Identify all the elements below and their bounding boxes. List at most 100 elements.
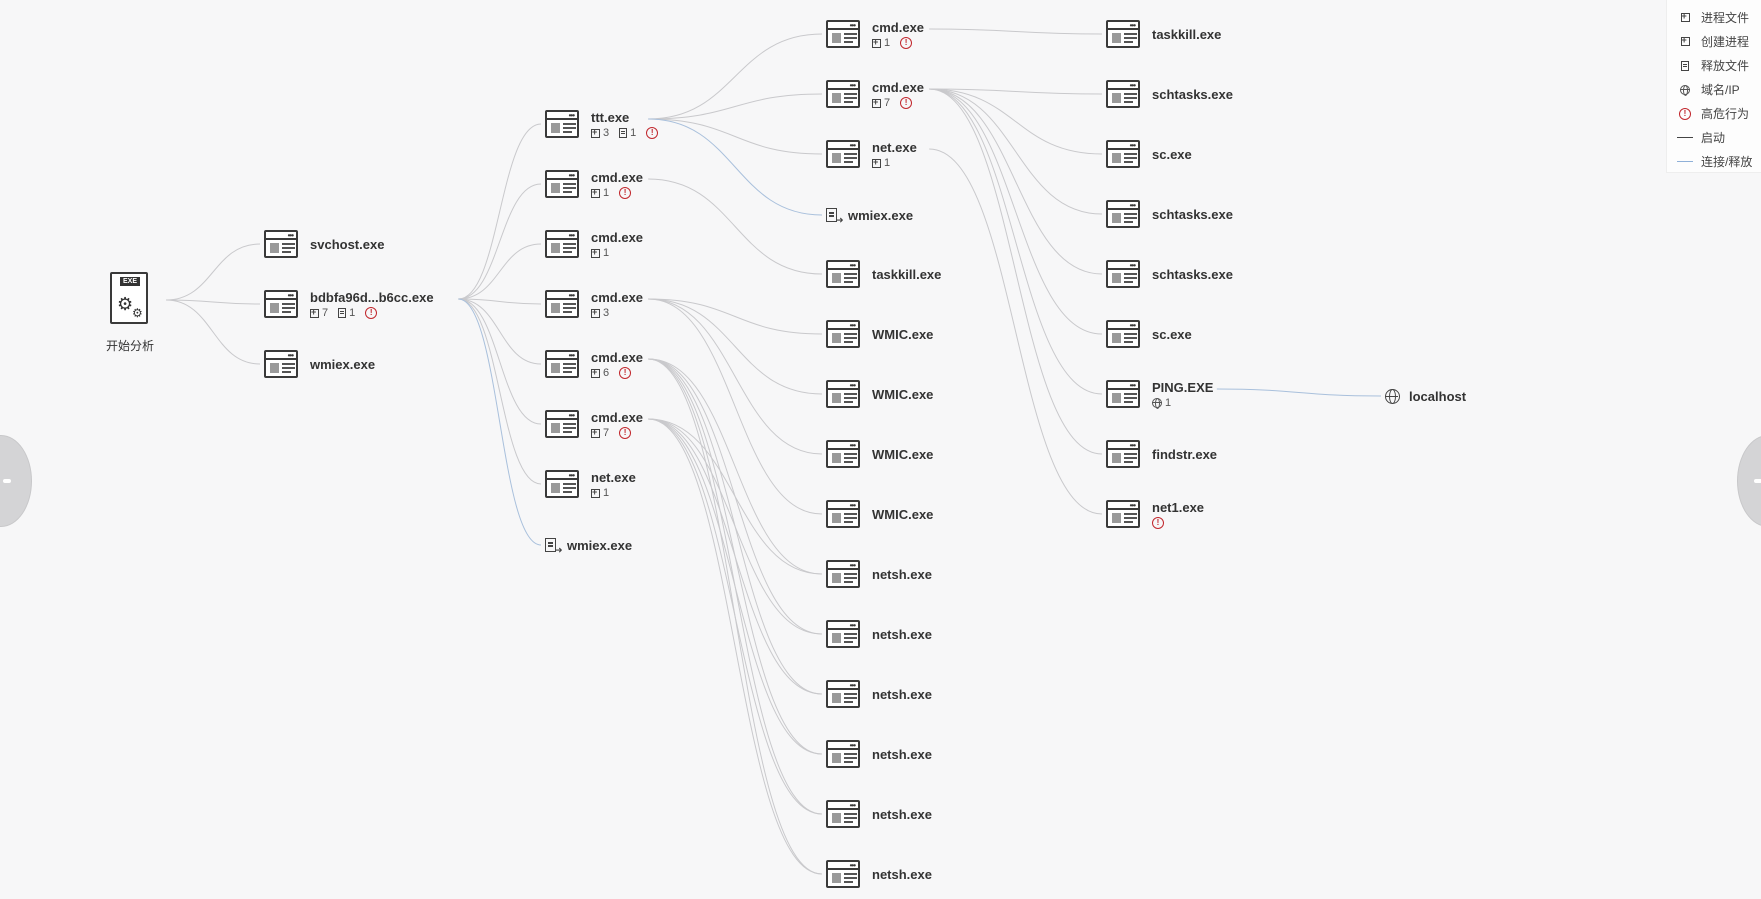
- process-window-icon: •••: [826, 680, 860, 708]
- node-meta: 7!: [872, 97, 918, 109]
- node-label: netsh.exe: [872, 867, 932, 882]
- legend-connect: 连接/释放: [1677, 153, 1752, 170]
- start-edge: [648, 33, 823, 120]
- node-label: netsh.exe: [872, 687, 932, 702]
- root-node[interactable]: EXE ⚙ ⚙ 开始分析: [106, 272, 166, 353]
- node-meta: 1: [872, 157, 896, 169]
- node-label: cmd.exe: [591, 350, 644, 365]
- node-label: svchost.exe: [310, 237, 385, 252]
- process-window-icon: •••: [1106, 140, 1140, 168]
- node-label: net.exe: [872, 140, 917, 155]
- start-edge: [648, 118, 823, 155]
- process-window-icon: •••: [1106, 260, 1140, 288]
- legend-domain-ip: 域名/IP: [1677, 81, 1740, 98]
- create-count: 1: [884, 37, 891, 49]
- globe-icon: [1680, 84, 1690, 96]
- gear-icon: ⚙: [117, 294, 134, 314]
- node-label: netsh.exe: [872, 747, 932, 762]
- node-meta: 3: [591, 307, 615, 319]
- node-label: ttt.exe: [591, 110, 630, 125]
- node-label: wmiex.exe: [310, 357, 376, 372]
- file-count: 1: [349, 307, 356, 319]
- start-edge: [929, 88, 1103, 95]
- start-edge: [458, 298, 542, 365]
- node-label: netsh.exe: [872, 627, 932, 642]
- process-window-icon: •••: [1106, 200, 1140, 228]
- process-window-icon: •••: [826, 80, 860, 108]
- node-label: wmiex.exe: [567, 538, 633, 553]
- node-label: cmd.exe: [872, 20, 925, 35]
- create-count: 3: [603, 127, 610, 139]
- create-count: 1: [884, 157, 891, 169]
- process-window-icon: •••: [264, 230, 298, 258]
- create-count: 7: [603, 427, 610, 439]
- connect-line-icon: [1677, 160, 1693, 163]
- process-window-icon: •••: [1106, 20, 1140, 48]
- node-label: net.exe: [591, 470, 636, 485]
- legend-label: 创建进程: [1701, 35, 1750, 49]
- create-process-icon: [591, 247, 600, 258]
- node-label: taskkill.exe: [1152, 27, 1222, 42]
- start-edge: [648, 298, 823, 395]
- process-window-icon: •••: [1106, 320, 1140, 348]
- globe-icon: [1152, 398, 1162, 409]
- process-window-icon: •••: [545, 470, 579, 498]
- node-label: WMIC.exe: [872, 387, 934, 402]
- process-window-icon: •••: [826, 140, 860, 168]
- start-edge: [929, 88, 1103, 215]
- node-label: netsh.exe: [872, 807, 932, 822]
- node-meta: 6!: [591, 367, 637, 379]
- process-window-icon: •••: [826, 20, 860, 48]
- create-process-icon: [872, 37, 881, 48]
- node-meta: 3 1!: [591, 127, 664, 139]
- start-edge: [458, 298, 542, 425]
- node-label: cmd.exe: [591, 290, 644, 305]
- create-process-icon: [591, 307, 600, 318]
- legend-panel: 进程文件 创建进程 释放文件 域名/IP ! 高危行为 启动 连接/释放: [1666, 0, 1761, 173]
- start-edge: [648, 418, 823, 755]
- legend-label: 启动: [1701, 131, 1726, 145]
- node-label: PING.EXE: [1152, 380, 1214, 395]
- process-window-icon: •••: [826, 560, 860, 588]
- node-label: bdbfa96d...b6cc.exe: [310, 290, 434, 305]
- process-window-icon: •••: [264, 350, 298, 378]
- process-window-icon: •••: [545, 170, 579, 198]
- start-edge: [648, 298, 823, 455]
- process-window-icon: •••: [545, 410, 579, 438]
- create-process-icon: [872, 157, 881, 168]
- exe-file-icon: EXE ⚙ ⚙: [110, 272, 148, 324]
- node-meta: !: [1152, 517, 1170, 529]
- legend-label: 进程文件: [1701, 11, 1750, 25]
- process-file-icon: [1680, 11, 1690, 22]
- start-edge: [648, 358, 823, 575]
- create-process-icon: [1680, 35, 1690, 46]
- danger-icon: !: [646, 127, 659, 139]
- start-edge: [648, 418, 823, 875]
- danger-icon: !: [1679, 107, 1691, 120]
- node-meta: 1!: [872, 37, 918, 49]
- danger-icon: !: [619, 367, 632, 379]
- start-edge: [458, 123, 542, 300]
- process-window-icon: •••: [545, 230, 579, 258]
- arrow-icon: ➜: [836, 215, 844, 225]
- start-edge: [929, 28, 1103, 35]
- create-process-icon: [591, 127, 600, 138]
- start-edge: [165, 299, 261, 305]
- legend-high-risk: ! 高危行为: [1677, 105, 1749, 122]
- node-meta: 1: [591, 487, 615, 499]
- legend-label: 连接/释放: [1701, 155, 1753, 169]
- exe-badge: EXE: [120, 277, 141, 286]
- process-window-icon: •••: [545, 350, 579, 378]
- process-window-icon: •••: [826, 860, 860, 888]
- start-edge: [929, 88, 1103, 455]
- node-meta: 1!: [591, 187, 637, 199]
- node-label: WMIC.exe: [872, 447, 934, 462]
- legend-label: 域名/IP: [1701, 83, 1740, 97]
- create-process-icon: [591, 367, 600, 378]
- node-meta: 1: [591, 247, 615, 259]
- file-count: 1: [630, 127, 637, 139]
- create-count: 7: [884, 97, 891, 109]
- process-window-icon: •••: [826, 500, 860, 528]
- process-window-icon: •••: [1106, 80, 1140, 108]
